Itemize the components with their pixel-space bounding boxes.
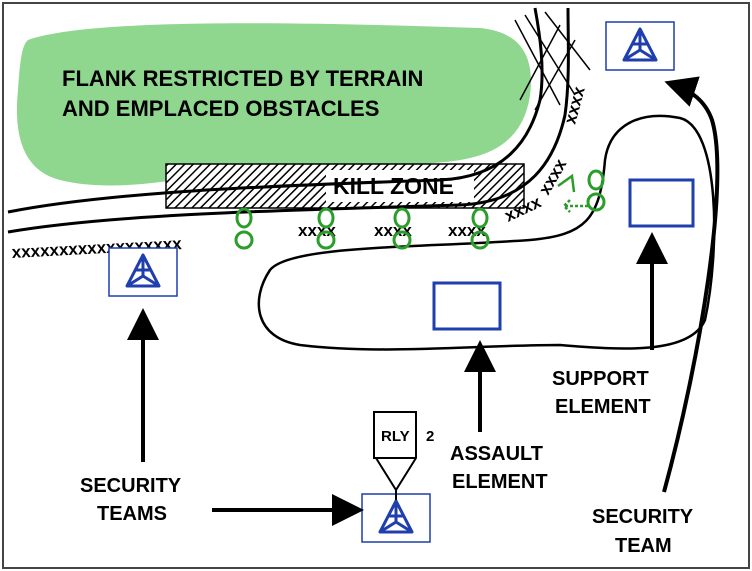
rally-point-symbol	[373, 411, 417, 500]
terrain-label-line-1: FLANK RESTRICTED BY TERRAIN	[62, 66, 423, 91]
support-element-label-2: ELEMENT	[555, 396, 651, 418]
assault-element-label-1: ASSAULT	[450, 443, 543, 465]
wire-obstacle-seg-3: xxxx	[448, 221, 486, 240]
claymore-mine-icon	[316, 207, 336, 250]
security-team-triangle-icon	[125, 253, 161, 288]
security-team-label-1: SECURITY	[592, 506, 694, 528]
arrows	[127, 76, 720, 526]
kill-zone-label: KILL ZONE	[333, 173, 454, 199]
security-team-triangle-icon	[378, 499, 414, 534]
rally-point-number: 2	[426, 428, 434, 445]
security-team-triangle-icon	[622, 27, 658, 62]
support-element-icon	[628, 178, 695, 228]
wire-obstacle-seg-5: xxxx	[535, 155, 571, 198]
claymore-aim-arrow	[562, 199, 588, 213]
claymore-mine-icon	[470, 207, 490, 250]
rally-point-label: RLY	[381, 428, 410, 445]
terrain-label-line-2: AND EMPLACED OBSTACLES	[62, 96, 379, 121]
security-team-icon-bottom	[361, 493, 431, 543]
claymore-wire-mark	[557, 173, 576, 193]
assault-element-label-2: ELEMENT	[452, 471, 548, 493]
kill-zone-label-bg	[326, 170, 474, 202]
security-team-icon-left	[108, 247, 178, 297]
claymore-group	[234, 169, 606, 250]
security-team-icon-top-right	[605, 21, 675, 71]
wire-obstacle-seg-6: xxxx	[561, 84, 589, 126]
assault-element-icon	[432, 281, 502, 331]
arrow-security-team	[662, 76, 720, 493]
obstacle-crosshatch	[514, 11, 591, 111]
restricted-terrain-area	[16, 23, 531, 186]
security-team-label-2: TEAM	[615, 535, 672, 557]
element-position-loop	[257, 114, 716, 351]
road-upper-edge	[7, 7, 544, 214]
support-element-label-1: SUPPORT	[552, 368, 649, 390]
claymore-mine-icon	[586, 169, 606, 212]
claymore-mine-icon	[234, 207, 254, 250]
security-teams-label-1: SECURITY	[80, 475, 182, 497]
security-teams-label-2: TEAMS	[97, 503, 167, 525]
claymore-mine-icon	[392, 207, 412, 250]
